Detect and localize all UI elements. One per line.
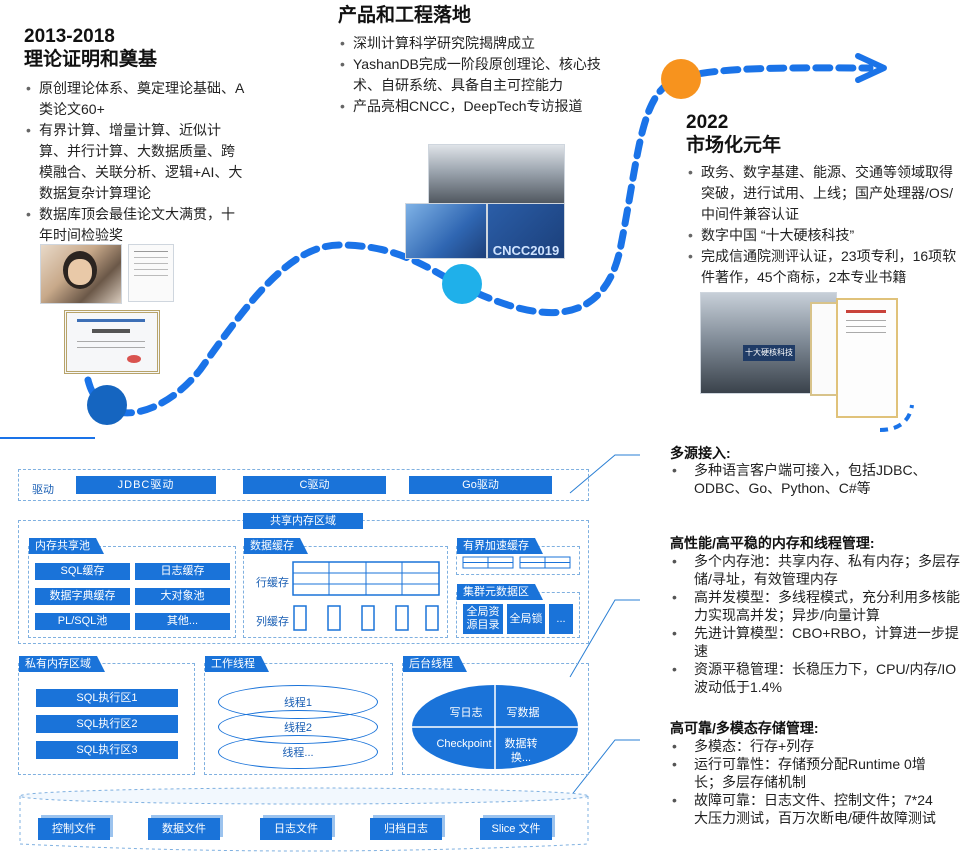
milestone-1-year: 2013-2018 xyxy=(24,26,115,47)
work-threads-title: 工作线程 xyxy=(205,656,269,672)
list-item: 政务、数字基建、能源、交通等领域取得突破，进行试用、上线；国产处理器/OS/中间… xyxy=(686,162,962,225)
private-memory-title: 私有内存区域 xyxy=(19,656,105,672)
data-cache-title: 数据缓存 xyxy=(244,538,308,554)
bounded-cache-title: 有界加速缓存 xyxy=(457,538,543,554)
row-cache-grid xyxy=(292,561,440,596)
connector-lines xyxy=(569,454,640,798)
memory-pool-title: 内存共享池 xyxy=(29,538,104,554)
portrait-photo xyxy=(40,244,122,304)
shared-memory-title: 共享内存区域 xyxy=(243,513,363,529)
list-item: 产品亮相CNCC，DeepTech专访报道 xyxy=(338,96,618,117)
control-file: 控制文件 xyxy=(38,818,110,840)
list-item: 有界计算、增量计算、近似计算、并行计算、大数据质量、跨模融合、关联分析、逻辑+A… xyxy=(24,120,246,204)
col-cache-grid xyxy=(293,605,439,631)
write-data: 写数据 xyxy=(506,707,540,719)
background-threads xyxy=(402,663,589,775)
list-item: 完成信通院测评认证，23项专利，16项软件著作，45个商标，2本专业书籍 xyxy=(686,246,962,288)
event-photo-2 xyxy=(405,203,487,259)
checkpoint: Checkpoint xyxy=(436,738,492,750)
list-item: 故障可靠：日志文件、控制文件；7*24大压力测试，百万次断电/硬件故障测试 xyxy=(670,791,940,827)
list-item: YashanDB完成一阶段原创理论、核心技术、自研系统、具备自主可控能力 xyxy=(338,54,618,96)
go-driver-box: Go驱动 xyxy=(409,476,552,494)
list-item: 数据库顶会最佳论文大满贯，十年时间检验奖 xyxy=(24,204,246,246)
section-memory-title: 高性能/高平稳的内存和线程管理: xyxy=(670,535,875,551)
other-box: 其他... xyxy=(135,613,230,630)
global-lock: 全局锁 xyxy=(507,604,545,634)
dict-cache-box: 数据字典缓存 xyxy=(35,588,130,605)
paper-thumbnail xyxy=(128,244,174,302)
driver-label: 驱动 xyxy=(32,484,54,496)
thread-more: 线程... xyxy=(218,735,378,769)
storage-cylinder xyxy=(19,787,589,852)
more-box: ... xyxy=(549,604,573,634)
list-item: 多个内存池：共享内存、私有内存；多层存储/寻址，有效管理内存 xyxy=(670,552,965,588)
milestone-1-title: 理论证明和奠基 xyxy=(24,49,158,70)
sql-exec-1: SQL执行区1 xyxy=(36,689,178,707)
driver-layer xyxy=(18,469,589,501)
data-file: 数据文件 xyxy=(148,818,220,840)
sql-exec-2: SQL执行区2 xyxy=(36,715,178,733)
list-item: 多种语言客户端可接入，包括JDBC、ODBC、Go、Python、C#等 xyxy=(670,461,955,497)
jdbc-driver-box: JDBC驱动 xyxy=(76,476,216,494)
write-log: 写日志 xyxy=(449,707,483,719)
background-ellipse xyxy=(412,685,578,769)
award-caption: 十大硬核科技 xyxy=(743,345,795,361)
sql-exec-3: SQL执行区3 xyxy=(36,741,178,759)
work-threads xyxy=(204,663,393,775)
data-convert: 数据转换... xyxy=(504,738,538,764)
section-memory-list: 多个内存池：共享内存、私有内存；多层存储/寻址，有效管理内存 高并发模型：多线程… xyxy=(670,552,965,696)
certificate-image xyxy=(64,310,160,374)
global-resource-dir: 全局资源目录 xyxy=(463,604,503,634)
milestone-dot-2013 xyxy=(87,385,127,425)
milestone-2-list: 深圳计算科学研究院揭牌成立 YashanDB完成一阶段原创理论、核心技术、自研系… xyxy=(338,33,618,117)
list-item: 多模态：行存+列存 xyxy=(670,737,940,755)
background-threads-title: 后台线程 xyxy=(403,656,467,672)
list-item: 原创理论体系、奠定理论基础、A类论文60+ xyxy=(24,78,246,120)
sql-cache-box: SQL缓存 xyxy=(35,563,130,580)
milestone-3-list: 政务、数字基建、能源、交通等领域取得突破，进行试用、上线；国产处理器/OS/中间… xyxy=(686,162,962,288)
list-item: 高并发模型：多线程模式，充分利用多核能力实现高并发；异步/向量计算 xyxy=(670,588,965,624)
cluster-metadata-title: 集群元数据区 xyxy=(457,584,543,600)
list-item: 深圳计算科学研究院揭牌成立 xyxy=(338,33,618,54)
list-item: 资源平稳管理：长稳压力下，CPU/内存/IO波动低于1.4% xyxy=(670,660,965,696)
photo-caption: CNCC2019 xyxy=(492,243,560,258)
list-item: 运行可靠性：存储预分配Runtime 0增长；多层存储机制 xyxy=(670,755,940,791)
slice-file: Slice 文件 xyxy=(480,818,552,840)
row-cache-label: 行缓存 xyxy=(256,577,289,589)
list-item: 数字中国 “十大硬核科技” xyxy=(686,225,962,246)
section-storage-list: 多模态：行存+列存 运行可靠性：存储预分配Runtime 0增长；多层存储机制 … xyxy=(670,737,940,827)
data-cache xyxy=(243,546,448,638)
bounded-cache-grid xyxy=(462,556,571,569)
col-cache-label: 列缓存 xyxy=(256,616,289,628)
timeline-path xyxy=(0,53,914,439)
archive-log: 归档日志 xyxy=(370,818,442,840)
memory-pool xyxy=(28,546,236,638)
milestone-3-year: 2022 xyxy=(686,112,729,133)
plsql-pool-box: PL/SQL池 xyxy=(35,613,130,630)
private-memory xyxy=(18,663,195,775)
section-storage-title: 高可靠/多模态存储管理: xyxy=(670,720,819,736)
milestone-1-list: 原创理论体系、奠定理论基础、A类论文60+ 有界计算、增量计算、近似计算、并行计… xyxy=(24,78,246,246)
section-multi-source-list: 多种语言客户端可接入，包括JDBC、ODBC、Go、Python、C#等 xyxy=(670,461,955,497)
log-file: 日志文件 xyxy=(260,818,332,840)
milestone-dot-product xyxy=(442,264,482,304)
lob-pool-box: 大对象池 xyxy=(135,588,230,605)
list-item: 先进计算模型：CBO+RBO，计算进一步提速 xyxy=(670,624,965,660)
milestone-3-title: 市场化元年 xyxy=(686,135,782,156)
certificate-3 xyxy=(836,298,898,418)
section-multi-source-title: 多源接入: xyxy=(670,445,731,461)
event-photo-1 xyxy=(428,144,565,206)
event-photo-3: CNCC2019 xyxy=(487,203,565,259)
log-cache-box: 日志缓存 xyxy=(135,563,230,580)
c-driver-box: C驱动 xyxy=(243,476,386,494)
milestone-dot-2022 xyxy=(661,59,701,99)
milestone-2-title: 产品和工程落地 xyxy=(338,5,472,26)
